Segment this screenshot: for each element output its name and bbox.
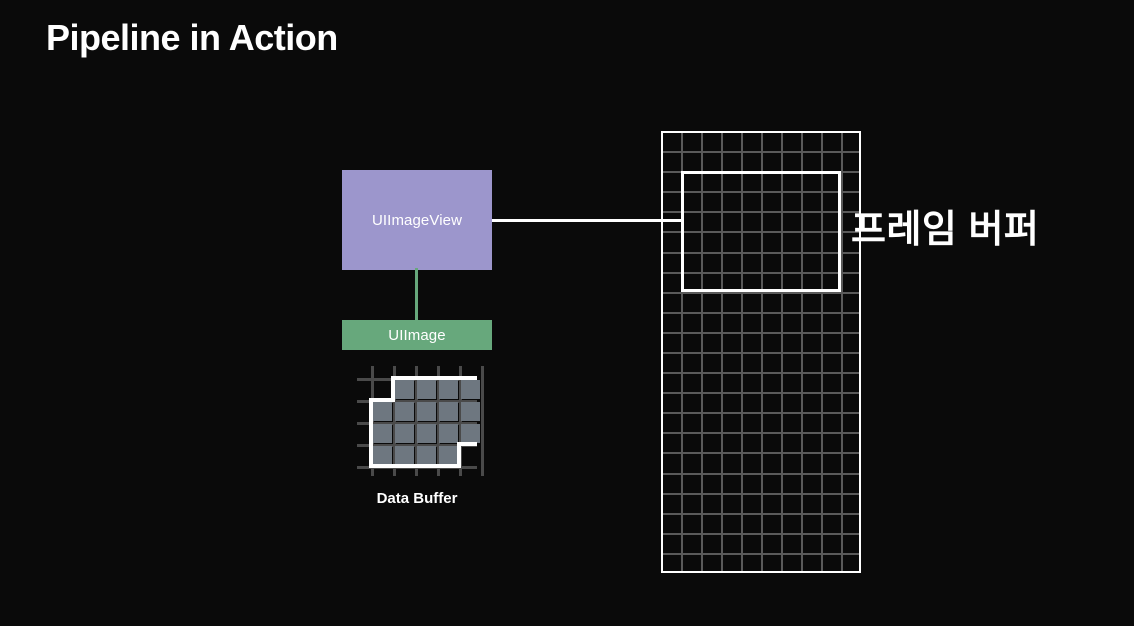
frame-buffer-caption: 프레임 버퍼 [851,209,1040,251]
node-uiimageview[interactable]: UIImageView [342,170,492,270]
frame-buffer-highlight-region[interactable] [681,171,841,292]
data-buffer-outline-icon [369,376,477,468]
frame-buffer-gridlines [661,131,861,573]
frame-buffer-diagram [661,131,861,573]
page-title: Pipeline in Action [46,17,338,58]
node-uiimage[interactable]: UIImage [342,320,492,350]
frame-buffer-border [661,131,861,573]
data-buffer-diagram [357,366,484,476]
data-buffer-cells [357,366,480,476]
connector-uiimageview-to-framebuffer [492,219,682,222]
node-uiimageview-label: UIImageView [371,211,463,229]
connector-uiimageview-to-uiimage [415,268,418,322]
node-uiimage-label: UIImage [388,326,446,344]
data-buffer-label: Data Buffer [376,490,458,507]
